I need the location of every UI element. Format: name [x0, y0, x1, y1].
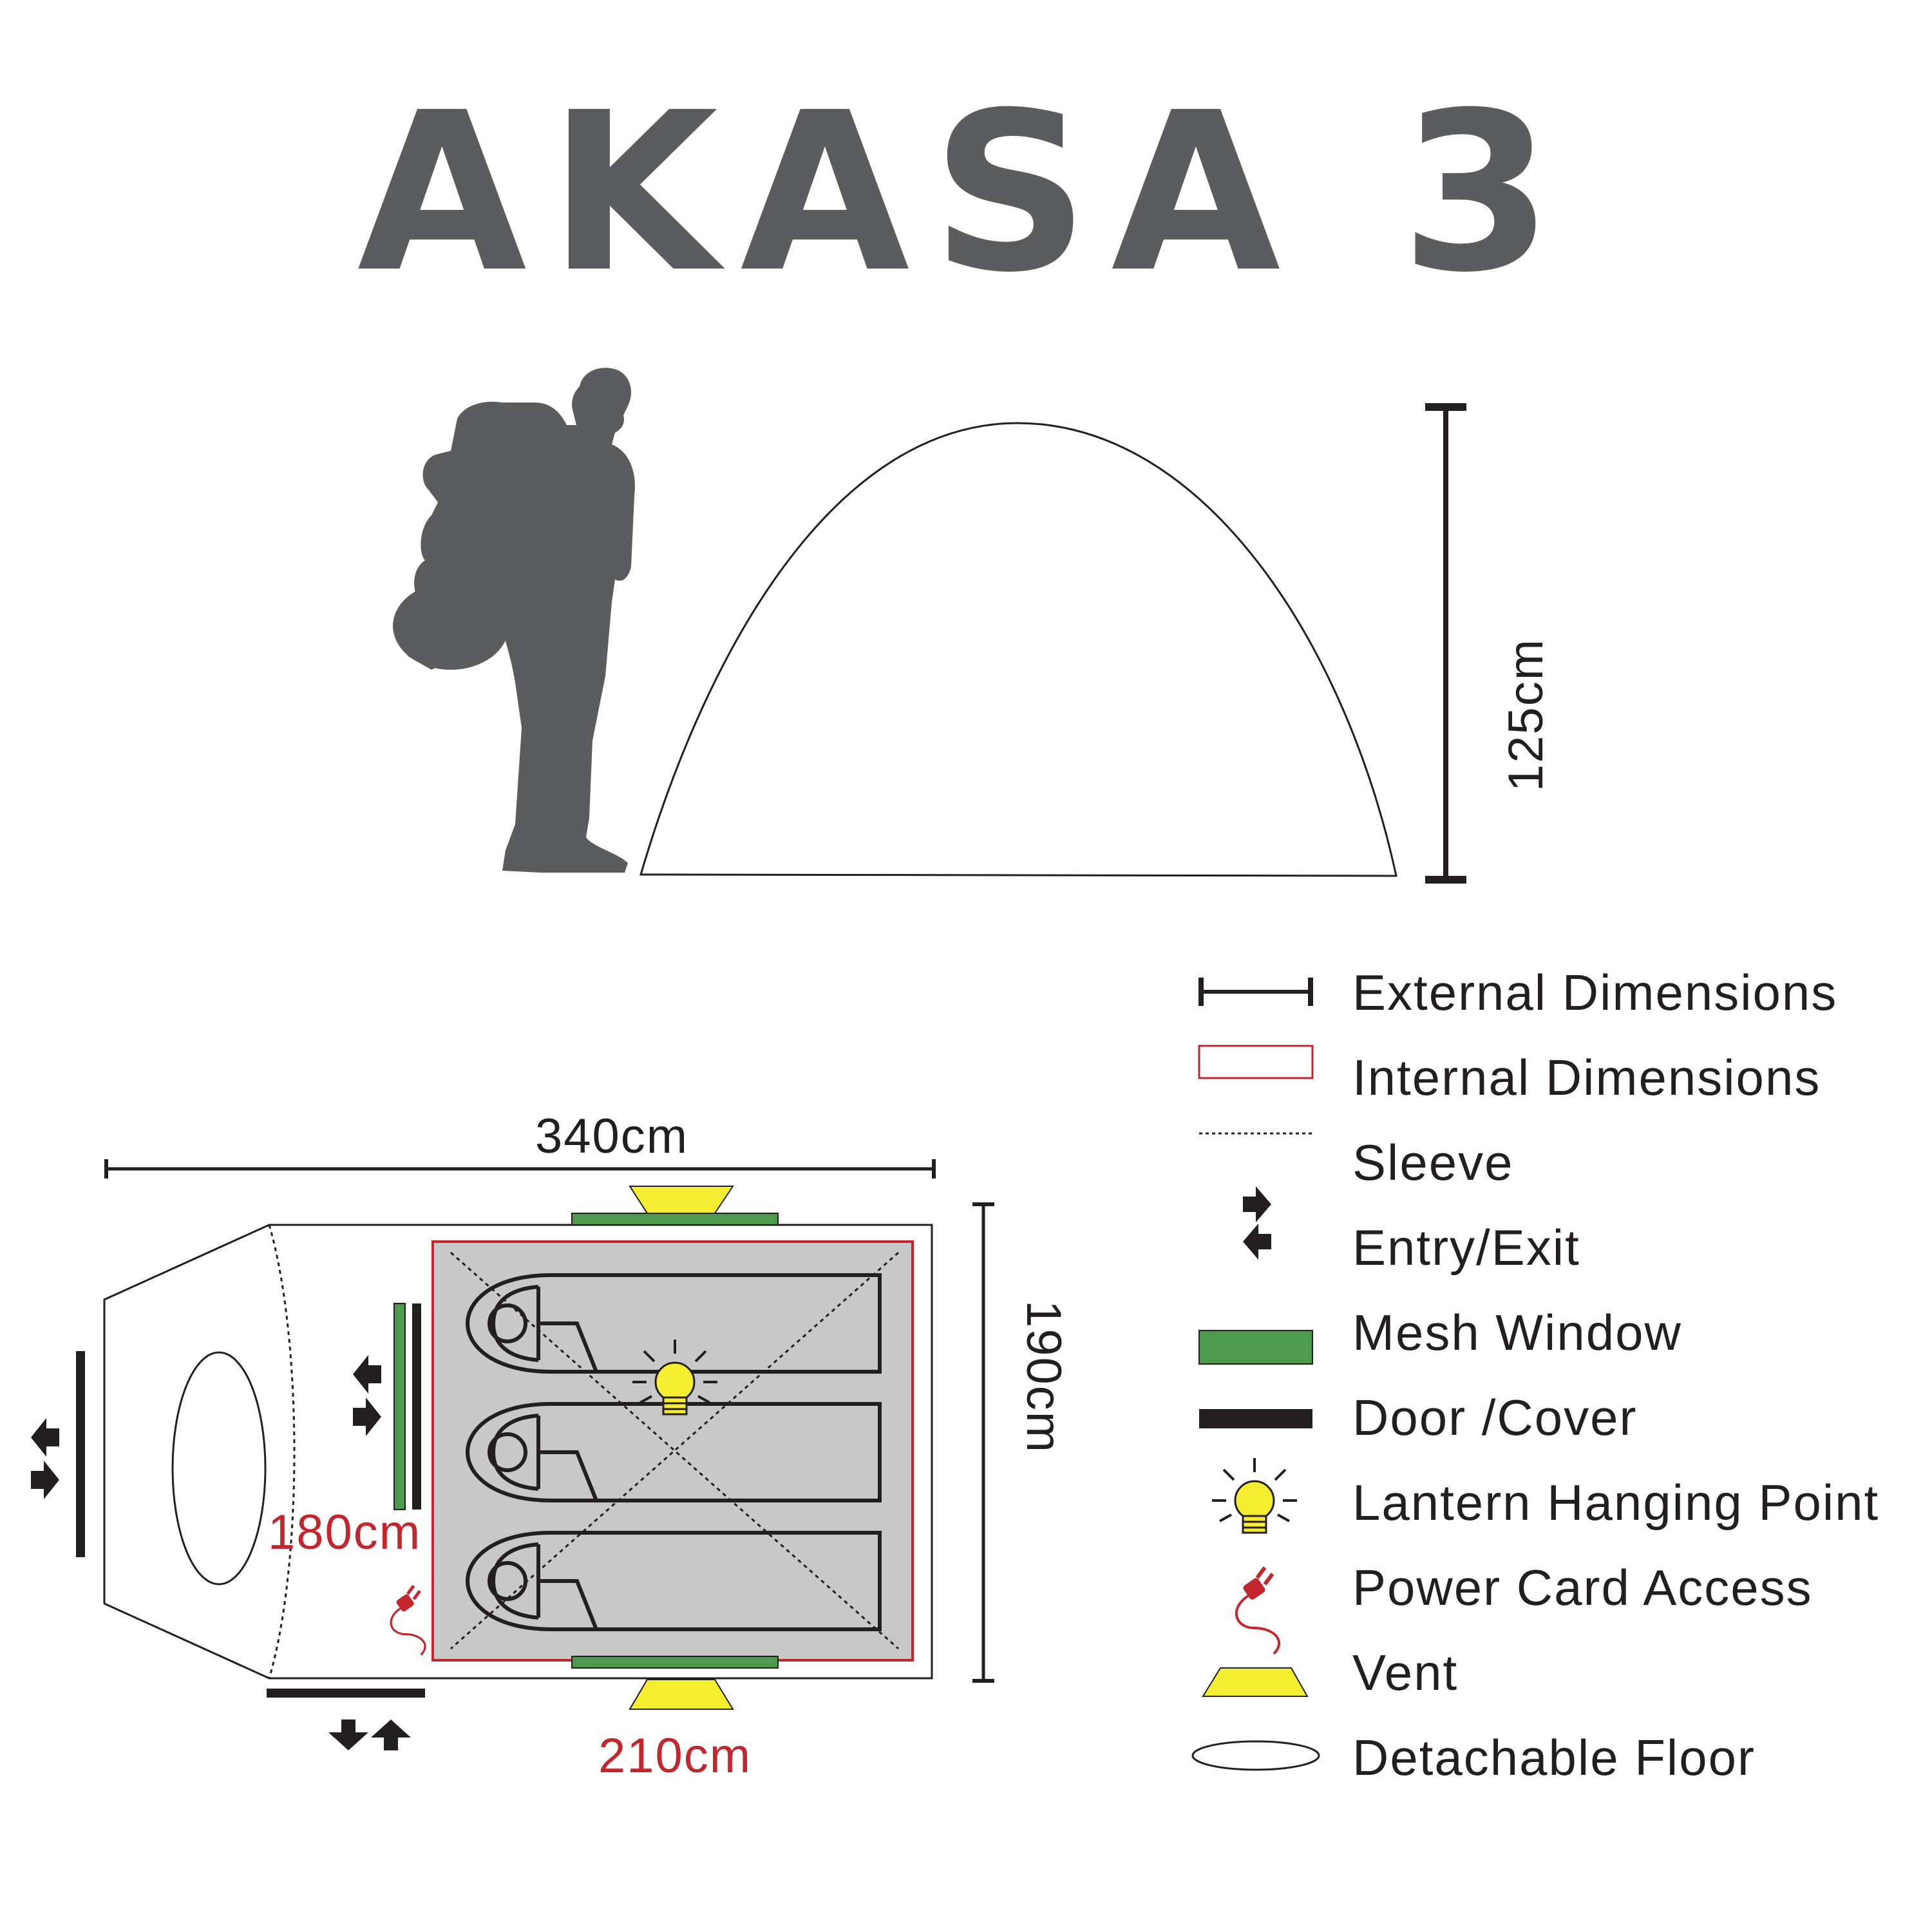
legend-label-internal-dimensions: Internal Dimensions — [1352, 1049, 1821, 1106]
internal-width-label: 180cm — [268, 1505, 421, 1560]
vent — [629, 1186, 734, 1214]
page-title: AKASA 3 — [357, 66, 1575, 321]
mesh-window — [571, 1656, 779, 1669]
height-label: 125cm — [1499, 638, 1553, 791]
vent — [629, 1679, 734, 1710]
internal-length-label: 210cm — [598, 1728, 752, 1783]
external-width-dimension: 190cm — [972, 1202, 1071, 1683]
legend-label-sleeve: Sleeve — [1352, 1134, 1514, 1191]
external-length-dimension: 340cm — [104, 1109, 936, 1179]
door-cover — [76, 1351, 85, 1557]
entry-exit-icon — [328, 1719, 411, 1750]
entry-exit-icon — [31, 1418, 59, 1499]
lantern-icon — [1211, 1457, 1298, 1534]
mesh-window — [571, 1213, 779, 1226]
legend-label-power-card-access: Power Card Access — [1352, 1559, 1813, 1616]
external-dimensions-icon — [1198, 978, 1313, 1006]
hiker-silhouette-icon — [393, 368, 635, 873]
mesh-window — [393, 1303, 406, 1510]
detachable-floor-icon — [1191, 1740, 1320, 1771]
entry-exit-icon — [1243, 1186, 1271, 1260]
legend-label-door-cover: Door /Cover — [1352, 1389, 1638, 1446]
tent-profile — [639, 422, 1397, 877]
mesh-window-icon — [1198, 1330, 1313, 1365]
legend-label-mesh-window: Mesh Window — [1352, 1304, 1682, 1361]
legend-label-vent: Vent — [1352, 1644, 1459, 1701]
external-length-label: 340cm — [535, 1109, 688, 1164]
legend-label-detachable-floor: Detachable Floor — [1352, 1729, 1756, 1786]
sleeve — [268, 1224, 296, 1679]
door-cover — [412, 1303, 421, 1510]
external-width-label: 190cm — [1016, 1300, 1071, 1454]
legend-label-entry-exit: Entry/Exit — [1352, 1219, 1580, 1276]
vent-icon — [1202, 1667, 1309, 1697]
door-cover — [267, 1689, 425, 1698]
legend-icons — [1191, 978, 1320, 1771]
power-plug-icon — [1236, 1567, 1279, 1654]
detachable-floor — [171, 1351, 267, 1586]
legend-label-external-dimensions: External Dimensions — [1352, 964, 1838, 1021]
door-cover-icon — [1199, 1409, 1312, 1428]
internal-dimensions-icon — [1198, 1045, 1314, 1079]
height-dimension: 125cm — [1425, 403, 1553, 884]
legend-label-lantern: Lantern Hanging Point — [1352, 1474, 1880, 1531]
